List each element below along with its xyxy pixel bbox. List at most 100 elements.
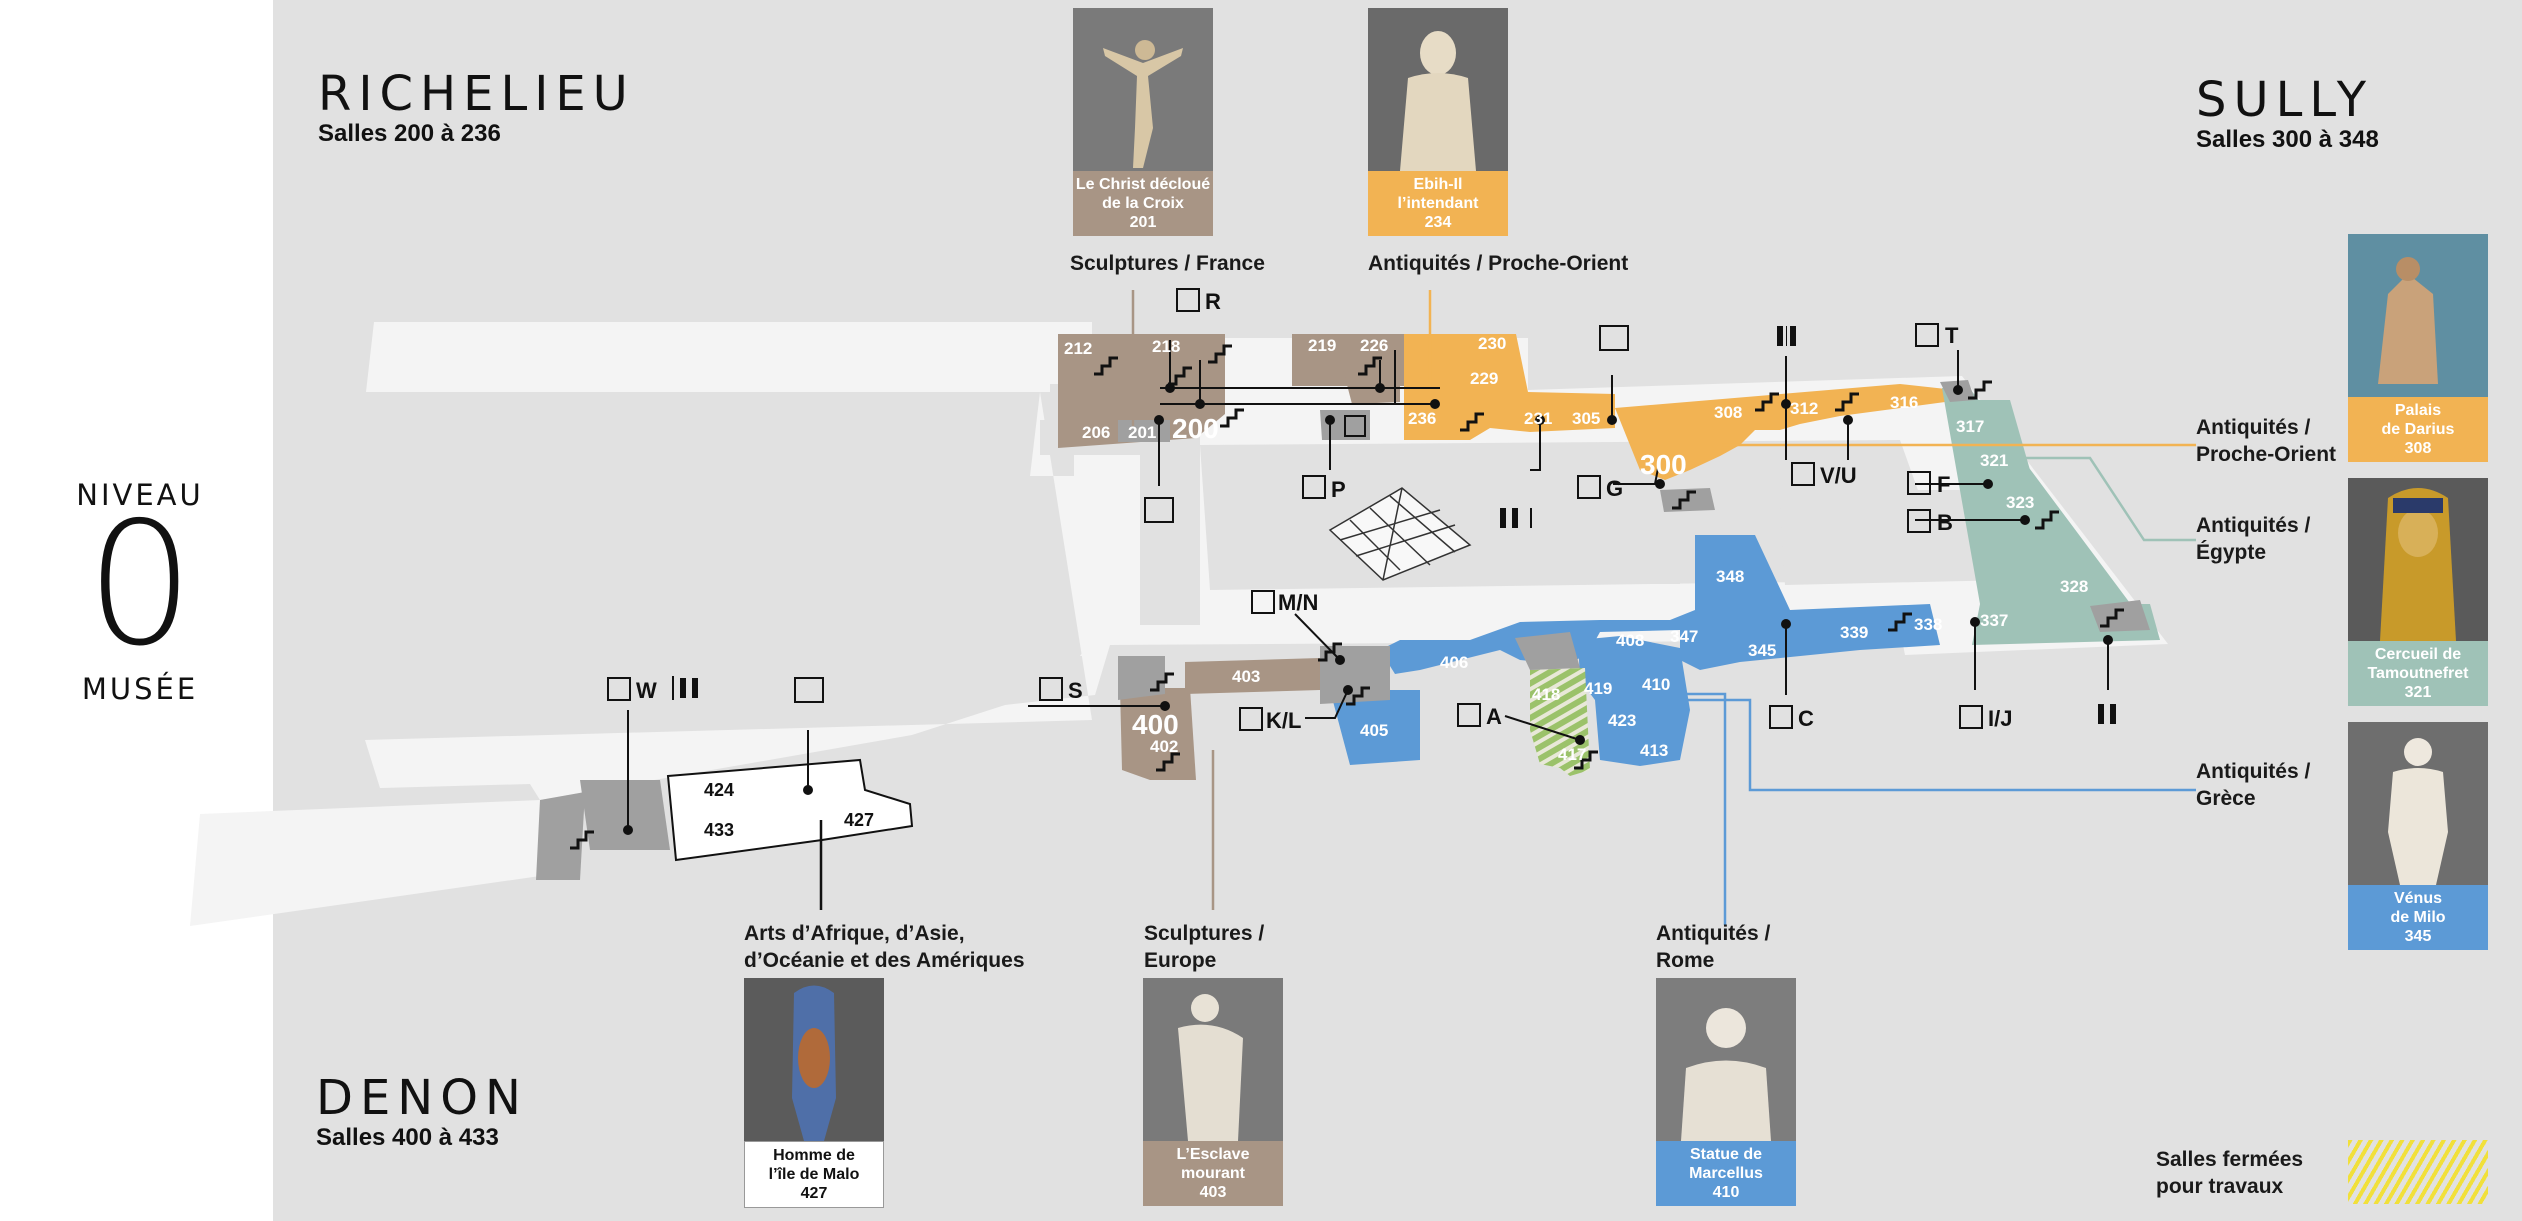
room-417: 417: [1558, 745, 1586, 764]
artwork-caption: Statue de Marcellus 410: [1656, 1141, 1796, 1206]
artwork-room: 410: [1712, 1184, 1740, 1201]
wing-sully-title: SULLY: [2196, 72, 2374, 128]
access-M-N: M/N: [1278, 590, 1318, 615]
room-219: 219: [1308, 336, 1336, 355]
legend-line: Salles fermées: [2156, 1148, 2304, 1171]
level-panel: [0, 0, 273, 1221]
room-338: 338: [1914, 615, 1942, 634]
wing-sully-rooms: Salles 300 à 348: [2196, 126, 2379, 153]
richelieu-proche-orient-rooms: [1404, 334, 1960, 480]
artwork-room: 403: [1199, 1184, 1227, 1201]
artwork-caption: Cercueil de Tamoutnefret 321: [2348, 641, 2488, 706]
pyramid-icon: [1328, 487, 1472, 581]
artwork-caption: Vénus de Milo 345: [2348, 885, 2488, 950]
access-T: T: [1945, 323, 1959, 348]
artwork-caption: Palais de Darius 308: [2348, 397, 2488, 462]
room-300: 300: [1640, 449, 1687, 480]
access-G: G: [1606, 476, 1623, 501]
artwork-title-line: mourant: [1181, 1165, 1245, 1182]
collection-grece: Antiquités / Grèce: [2196, 758, 2310, 812]
room-numbers: 212 218 206 201 200 219 226 230 229 236 …: [1064, 334, 2088, 764]
room-413: 413: [1640, 741, 1668, 760]
artwork-room: 201: [1129, 214, 1157, 231]
artwork-title-line: l’île de Malo: [768, 1166, 860, 1183]
level-label: NIVEAU: [76, 478, 204, 512]
collection-sculptures-france: Sculptures / France: [1070, 252, 1265, 275]
artwork-title-line: Marcellus: [1689, 1165, 1763, 1182]
artwork-photo: [2348, 478, 2488, 641]
artwork-title-line: de la Croix: [1102, 195, 1184, 212]
arts-afrique-rooms: [666, 758, 914, 862]
room-323: 323: [2006, 493, 2034, 512]
artwork-title-line: Palais: [2394, 402, 2442, 419]
room-236: 236: [1408, 409, 1436, 428]
wheelchair-icon: [794, 325, 1629, 703]
artwork-photo: [744, 978, 884, 1141]
room-424: 424: [704, 780, 734, 800]
artwork-caption: L’Esclave mourant 403: [1143, 1141, 1283, 1206]
artwork-photo: [1143, 978, 1283, 1141]
artwork-title-line: l’intendant: [1397, 195, 1479, 212]
access-labels: R P G T V/U F B M/N S K/L A C I/J W: [636, 289, 2012, 733]
room-229: 229: [1470, 369, 1498, 388]
legend-closed-swatch: [2348, 1140, 2488, 1204]
slave-statue-icon: [1178, 994, 1243, 1141]
room-328: 328: [2060, 577, 2088, 596]
room-316: 316: [1890, 393, 1918, 412]
room-347: 347: [1670, 627, 1698, 646]
artwork-caption: Le Christ décloué de la Croix 201: [1073, 171, 1213, 236]
access-S: S: [1068, 678, 1083, 703]
artwork-title-line: Cercueil de: [2374, 646, 2462, 663]
artwork-title-line: Le Christ décloué: [1075, 176, 1211, 193]
connector-lines: [623, 340, 2113, 835]
room-317: 317: [1956, 417, 1984, 436]
richelieu-sculpture-rooms: [1058, 334, 1404, 448]
wing-richelieu-rooms: Salles 200 à 236: [318, 120, 501, 147]
room-410: 410: [1642, 675, 1670, 694]
collection-line: Proche-Orient: [2196, 443, 2337, 466]
collection-proche-orient-top: Antiquités / Proche-Orient: [1368, 252, 1629, 275]
room-206: 206: [1082, 423, 1110, 442]
room-200: 200: [1172, 413, 1219, 444]
collection-line: d’Océanie et des Amériques: [744, 949, 1025, 972]
collection-line: Antiquités /: [2196, 760, 2311, 783]
room-402: 402: [1150, 737, 1178, 756]
artwork-room: 234: [1424, 214, 1452, 231]
room-218: 218: [1152, 337, 1180, 356]
level-museum-label: MUSÉE: [81, 672, 199, 706]
artwork-title-line: de Darius: [2381, 421, 2455, 438]
artwork-title-line: Statue de: [1689, 1146, 1762, 1163]
mask-statue-icon: [792, 985, 836, 1141]
collection-proche-orient: Antiquités / Proche-Orient: [2196, 414, 2336, 468]
room-305: 305: [1572, 409, 1600, 428]
collection-arts-afrique: Arts d’Afrique, d’Asie, d’Océanie et des…: [744, 920, 1025, 974]
artwork-room: 321: [2404, 684, 2432, 701]
venus-statue-icon: [2388, 738, 2448, 885]
artwork-photo: [1073, 8, 1213, 171]
collection-sculptures-europe: Sculptures / Europe: [1144, 920, 1264, 974]
access-R: R: [1205, 289, 1221, 314]
artwork-title-line: Tamoutnefret: [2367, 665, 2469, 682]
collection-line: Égypte: [2196, 541, 2267, 564]
statue-icon: [1400, 31, 1476, 171]
legend-closed-rooms: Salles fermées pour travaux: [2156, 1146, 2303, 1200]
room-212: 212: [1064, 339, 1092, 358]
wing-denon-rooms: Salles 400 à 433: [316, 1124, 499, 1151]
room-230: 230: [1478, 334, 1506, 353]
artwork-card-tamoutnefret: Cercueil de Tamoutnefret 321: [2348, 478, 2488, 706]
level-number: 0: [85, 486, 195, 684]
sully-egypt-rooms: [1942, 386, 2160, 645]
artwork-photo: [1656, 978, 1796, 1141]
artwork-card-christ: Le Christ décloué de la Croix 201: [1073, 8, 1213, 236]
room-423: 423: [1608, 711, 1636, 730]
artwork-room: 308: [2404, 440, 2432, 457]
room-418: 418: [1532, 685, 1560, 704]
room-419: 419: [1584, 679, 1612, 698]
room-201: 201: [1128, 423, 1156, 442]
legend-line: pour travaux: [2156, 1175, 2284, 1198]
artwork-room: 427: [800, 1185, 828, 1202]
denon-sculpture-rooms: [1120, 658, 1320, 780]
room-348: 348: [1716, 567, 1744, 586]
collection-line: Rome: [1656, 949, 1715, 972]
